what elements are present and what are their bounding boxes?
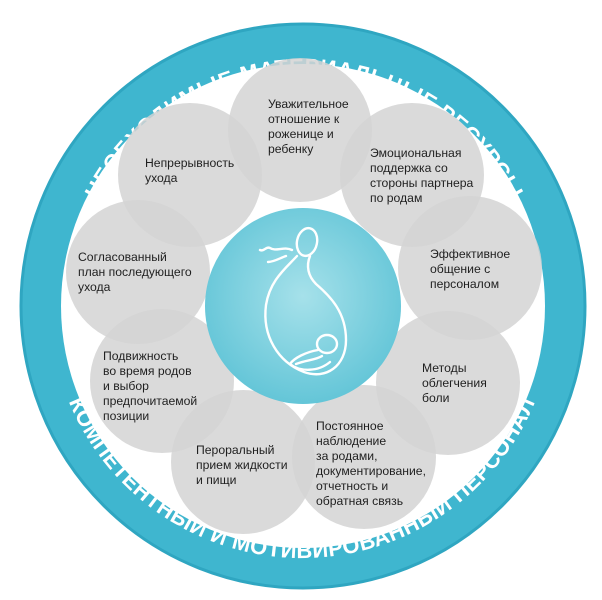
petal-label-communication: Эффективное общение с персоналом	[430, 247, 511, 291]
mother-and-baby-icon	[258, 226, 348, 376]
petal-mobility	[90, 309, 234, 453]
outer-ring-edge	[19, 22, 587, 590]
petal-label-oral-intake: Пероральный прием жидкости и пищи	[196, 443, 288, 487]
petal-label-monitoring: Постоянное наблюдение за родами, докумен…	[316, 419, 426, 508]
petal-label-care-plan: Согласованный план последующего ухода	[78, 250, 192, 294]
center-circle	[205, 208, 401, 404]
petal-label-mobility: Подвижность во время родов и выбор предп…	[103, 349, 198, 423]
petals-group	[66, 58, 542, 534]
petal-label-emotional-support: Эмоциональная поддержка со стороны партн…	[370, 146, 474, 205]
petal-communication	[398, 196, 542, 340]
petal-continuity	[118, 103, 262, 247]
petal-label-respect: Уважительное отношение к роженице и ребе…	[268, 97, 349, 156]
petal-respect	[228, 58, 372, 202]
petal-label-pain-relief: Методы облегчения боли	[422, 361, 487, 405]
petal-monitoring	[292, 385, 436, 529]
petal-label-continuity: Непрерывность ухода	[145, 156, 235, 185]
